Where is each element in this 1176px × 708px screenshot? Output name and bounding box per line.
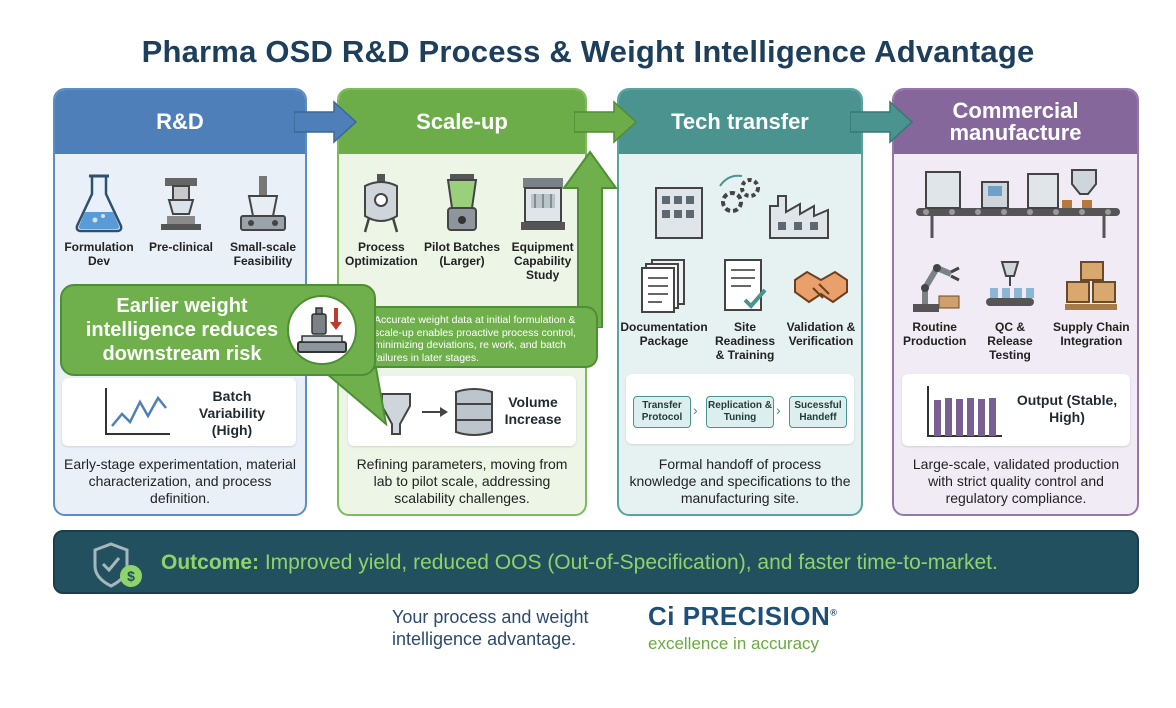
outcome-label: Outcome:	[161, 551, 260, 574]
small-mixer-icon	[240, 176, 286, 231]
cm-item-supply: Supply Chain Integration	[1049, 258, 1133, 362]
callout-upward-arrow-icon	[562, 150, 618, 328]
rd-label-formulation: Formulation Dev	[64, 240, 134, 268]
stage-scale-up-header: Scale-up	[339, 90, 585, 154]
arrow-tech-transfer-to-commercial-icon	[850, 100, 914, 144]
arrow-rd-to-scale-up-icon	[294, 100, 358, 144]
tt-description: Formal handoff of process knowledge and …	[629, 456, 851, 506]
stage-tech-transfer-header: Tech transfer	[619, 90, 861, 154]
cm-metric-label: Output (Stable, High)	[1016, 392, 1118, 425]
tt-step-arrow-1: ›	[693, 402, 698, 418]
rd-metric-label: Batch Variability (High)	[198, 388, 266, 438]
brand-logo: Ci PRECISION®	[648, 601, 838, 631]
cm-label-routine: Routine Production	[902, 320, 967, 348]
rd-item-feasibility: Small-scale Feasibility	[222, 172, 304, 268]
rd-label-preclinical: Pre-clinical	[148, 240, 214, 254]
boxes-icon	[1065, 261, 1118, 310]
stage-commercial-header: Commercial manufacture	[894, 90, 1137, 154]
tt-icon-row: Documentation Package Site Readiness & T…	[620, 258, 859, 362]
rd-item-preclinical: Pre-clinical	[140, 172, 222, 268]
rd-icon-row: Formulation Dev Pre-clinical Small-scale…	[58, 172, 304, 268]
equipment-icon	[520, 178, 565, 230]
su-metric-label: Volume Increase	[504, 394, 562, 427]
tt-step-transfer-protocol: Transfer Protocol	[633, 396, 691, 428]
cm-metric-card: Output (Stable, High)	[902, 374, 1130, 446]
blender-icon	[446, 174, 478, 231]
outcome-text: Outcome: Improved yield, reduced OOS (Ou…	[161, 551, 998, 575]
callout-body-panel: Accurate weight data at initial formulat…	[360, 306, 598, 368]
scale-up-icon-row: Process Optimization Pilot Batches (Larg…	[341, 172, 583, 282]
cm-label-qc: QC & Release Testing	[987, 320, 1033, 362]
scale-down-arrow-icon	[287, 295, 357, 365]
cm-label-supply: Supply Chain Integration	[1052, 320, 1130, 348]
su-label-pilot: Pilot Batches (Larger)	[423, 240, 500, 268]
tt-step-replication: Replication & Tuning	[706, 396, 774, 428]
outcome-banner: $ Outcome: Improved yield, reduced OOS (…	[53, 530, 1139, 594]
tt-item-documentation: Documentation Package	[620, 258, 708, 362]
handshake-icon	[794, 270, 848, 304]
svg-text:$: $	[127, 568, 135, 584]
stage-rd-header: R&D	[55, 90, 305, 154]
brand-subtitle: excellence in accuracy	[648, 634, 820, 653]
cm-description: Large-scale, validated production with s…	[912, 456, 1120, 506]
flask-icon	[75, 174, 123, 233]
tt-item-readiness: Site Readiness & Training	[709, 258, 781, 362]
tt-step-handoff: Sucessful Handeff	[789, 396, 847, 428]
su-label-process: Process Optimization	[344, 240, 418, 268]
outcome-statement: Improved yield, reduced OOS (Out-of-Spec…	[259, 551, 998, 574]
qc-testing-icon	[985, 261, 1034, 306]
factory-transfer-icon	[655, 174, 829, 239]
callout-headline: Earlier weight intelligence reduces down…	[85, 295, 279, 365]
cm-item-routine: Routine Production	[899, 258, 971, 362]
su-item-pilot: Pilot Batches (Larger)	[422, 172, 502, 282]
cm-item-qc: QC & Release Testing	[976, 258, 1044, 362]
callout-body-text: Accurate weight data at initial formulat…	[374, 314, 576, 364]
reactor-icon	[364, 174, 399, 233]
rd-metric-card: Batch Variability (High)	[62, 378, 296, 446]
callout-pointer-icon	[320, 368, 388, 427]
footer-tagline: Your process and weight intelligence adv…	[392, 607, 589, 649]
variability-chart-icon	[105, 388, 170, 435]
brand-mark: Ci	[648, 601, 675, 631]
cm-icon-row: Routine Production QC & Release Testing …	[896, 258, 1136, 362]
stable-output-icon	[927, 386, 1002, 437]
brand-name: PRECISION	[682, 601, 831, 631]
tt-step-arrow-2: ›	[776, 402, 781, 418]
shield-dollar-icon: $	[93, 542, 142, 588]
rd-description: Early-stage experimentation, material ch…	[64, 456, 296, 506]
tt-label-validation: Validation & Verification	[786, 320, 856, 348]
rd-item-formulation: Formulation Dev	[58, 172, 140, 268]
hopper-to-drum-icon	[381, 388, 493, 436]
checklist-icon	[724, 259, 767, 311]
su-item-process: Process Optimization	[341, 172, 421, 282]
lab-instrument-icon	[161, 178, 201, 230]
arrow-scale-up-to-tech-transfer-icon	[574, 100, 638, 144]
su-label-equipment: Equipment Capability Study	[511, 240, 574, 282]
documents-icon	[641, 259, 685, 313]
robot-arm-icon	[912, 264, 960, 312]
su-item-equipment: Equipment Capability Study	[503, 172, 583, 282]
production-line-icon	[916, 169, 1120, 238]
su-metric-card: Volume Increase	[348, 376, 576, 446]
page-title: Pharma OSD R&D Process & Weight Intellig…	[141, 34, 1035, 69]
tt-label-readiness: Site Readiness & Training	[714, 320, 776, 362]
rd-label-feasibility: Small-scale Feasibility	[229, 240, 297, 268]
tt-label-documentation: Documentation Package	[620, 320, 708, 348]
tt-item-validation: Validation & Verification	[785, 258, 857, 362]
su-description: Refining parameters, moving from lab to …	[356, 456, 568, 506]
